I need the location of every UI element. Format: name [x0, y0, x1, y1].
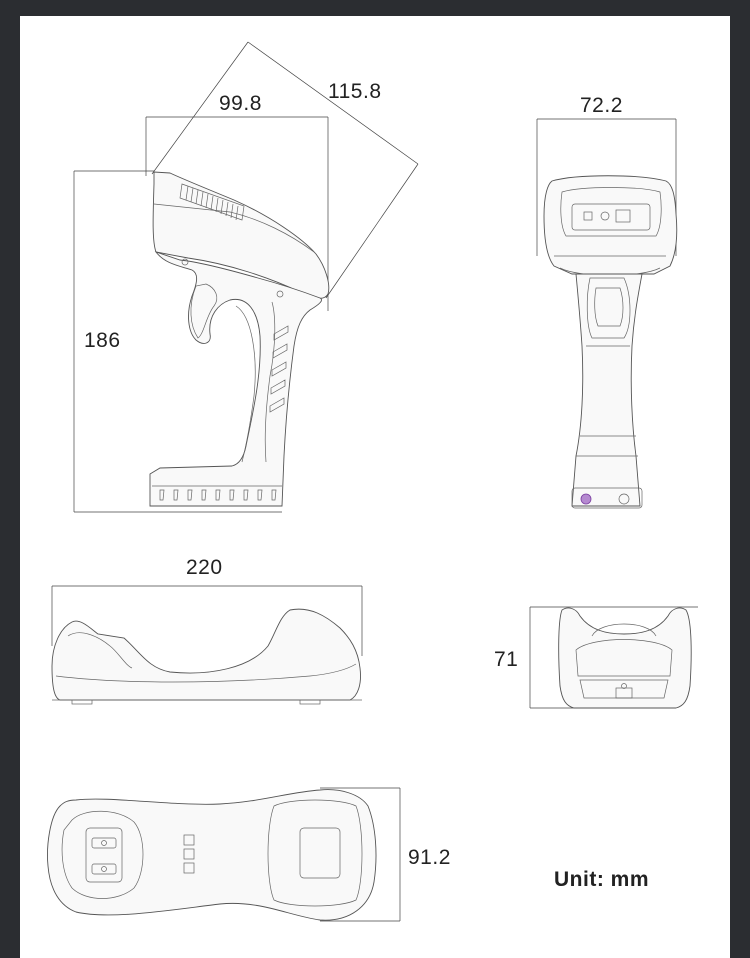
scanner-front-view — [536, 118, 678, 509]
cradle-body — [51, 608, 361, 701]
cradle-front-body — [558, 607, 692, 709]
dim-lines-side — [73, 41, 419, 513]
scanner-side-view — [73, 41, 419, 513]
front-head — [543, 175, 678, 275]
dim-label-height: 186 — [84, 329, 121, 352]
dim-label-cradle-width: 91.2 — [408, 846, 451, 869]
technical-drawing — [47, 41, 698, 922]
base-slots — [152, 485, 282, 501]
front-handle — [571, 273, 643, 507]
cradle-top-body — [47, 789, 377, 921]
dim-label-cradle-length: 220 — [186, 556, 223, 579]
vent-slots — [179, 183, 245, 221]
dim-label-cradle-height: 71 — [494, 648, 519, 671]
scanner-handle — [149, 251, 322, 507]
dim-label-top-width: 99.8 — [219, 92, 262, 115]
drawing-sheet: 99.8 115.8 72.2 186 220 71 91.2 Unit: mm — [20, 16, 730, 958]
cradle-front-view — [529, 606, 698, 709]
dim-label-front-width: 72.2 — [580, 94, 623, 117]
indicator-light-icon — [580, 493, 592, 505]
trigger — [190, 283, 218, 339]
unit-label: Unit: mm — [554, 868, 649, 891]
grip-slits — [269, 325, 289, 413]
dim-label-diagonal: 115.8 — [328, 80, 382, 103]
cradle-side-view — [51, 585, 363, 705]
cradle-top-view — [47, 787, 401, 922]
